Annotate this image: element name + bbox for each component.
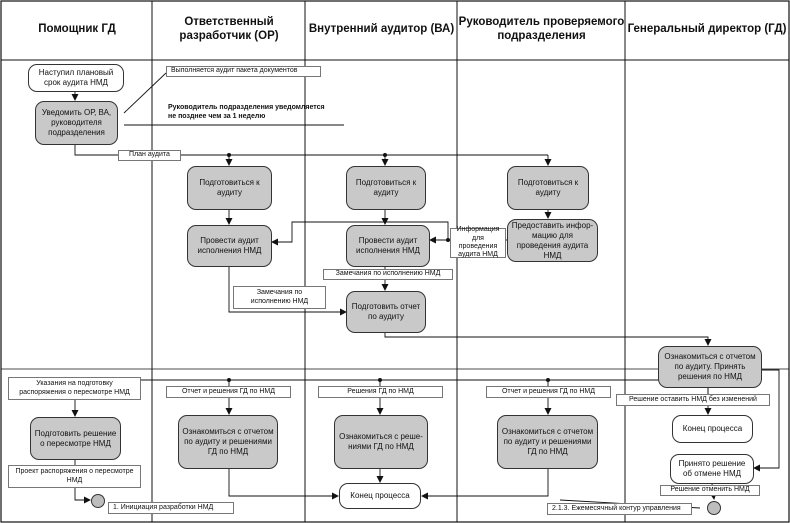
review-report-task[interactable]: Ознакомиться с отчетом по аудиту. Принят… bbox=[658, 346, 762, 388]
lane-title-developer: Ответственный разработчик (ОР) bbox=[179, 16, 279, 42]
decisions-label-auditor: Решения ГД по НМД bbox=[318, 386, 443, 398]
junction-dot bbox=[227, 153, 231, 157]
flow-line bbox=[228, 267, 347, 316]
flow-line bbox=[421, 469, 549, 500]
flow-line bbox=[384, 333, 712, 346]
junction-dot bbox=[446, 238, 450, 242]
junction-dot bbox=[383, 153, 387, 157]
lane-title-unit-head: Руководитель проверяемого подразделения bbox=[458, 16, 625, 42]
end-event-center[interactable]: Конец процесса bbox=[339, 483, 421, 509]
connector-circle-monthly[interactable] bbox=[707, 501, 721, 515]
prepare-task-unit-head[interactable]: Подготовиться к аудиту bbox=[507, 166, 589, 210]
flow-line bbox=[753, 369, 780, 472]
report-label-unit-head: Отчет и решения ГД по НМД bbox=[486, 386, 611, 398]
familiarize-task-auditor[interactable]: Ознакомиться с реше-ниями ГД по НМД bbox=[334, 415, 428, 469]
draft-order-label: Проект распоряжения о пересмотре НМД bbox=[8, 465, 141, 488]
prepare-decision-task[interactable]: Подготовить решение о пересмотре НМД bbox=[30, 417, 121, 460]
familiarize-task-unit-head[interactable]: Ознакомиться с отчетом по аудиту и решен… bbox=[497, 415, 598, 469]
junction-dot bbox=[378, 378, 382, 382]
lane-title-assistant: Помощник ГД bbox=[38, 23, 116, 36]
audit-task-developer[interactable]: Провести аудит исполнения НМД bbox=[187, 225, 272, 267]
audit-task-auditor[interactable]: Провести аудит исполнения НМД bbox=[346, 225, 430, 267]
report-label-developer: Отчет и решения ГД по НМД bbox=[166, 386, 291, 398]
notify-task[interactable]: Уведомить ОР, ВА, руководителя подраздел… bbox=[35, 101, 118, 145]
junction-dot bbox=[546, 378, 550, 382]
flow-line bbox=[271, 221, 449, 246]
flow-line bbox=[228, 469, 339, 500]
callout-line bbox=[123, 72, 167, 114]
remarks-label-left: Замечания по исполнению НМД bbox=[233, 286, 326, 309]
connector-circle-init[interactable] bbox=[91, 494, 105, 508]
cancel-decision-label: Решение отменить НМД bbox=[660, 485, 760, 496]
notice-line-2: не позднее чем за 1 неделю bbox=[168, 113, 266, 120]
flow-line bbox=[74, 145, 548, 156]
report-task[interactable]: Подготовить отчет по аудиту bbox=[346, 291, 426, 333]
lane-title-director: Генеральный директор (ГД) bbox=[627, 23, 787, 36]
cancel-decision-event[interactable]: Принято решение об отмене НМД bbox=[670, 454, 754, 484]
init-development-label: 1. Инициация разработки НМД bbox=[108, 502, 234, 514]
instructions-label: Указания на подготовку распоряжения о пе… bbox=[8, 377, 141, 400]
prepare-task-developer[interactable]: Подготовиться к аудиту bbox=[187, 166, 272, 210]
info-for-audit-label: Информация для проведения аудита НМД bbox=[450, 226, 506, 258]
audit-package-note: Выполняется аудит пакета документов bbox=[166, 66, 321, 77]
plan-label: План аудита bbox=[118, 150, 181, 161]
familiarize-task-developer[interactable]: Ознакомиться с отчетом по аудиту и решен… bbox=[178, 415, 278, 469]
keep-unchanged-label: Решение оставить НМД без изменений bbox=[616, 394, 770, 406]
remarks-label-top: Замечания по исполнению НМД bbox=[323, 269, 453, 280]
start-event[interactable]: Наступил плановый срок аудита НМД bbox=[28, 64, 124, 92]
notice-line-1: Руководитель подразделения уведомляется bbox=[168, 104, 325, 111]
provide-info-task[interactable]: Предоставить инфор-мацию для проведения … bbox=[507, 219, 598, 262]
prepare-task-auditor[interactable]: Подготовиться к аудиту bbox=[346, 166, 426, 210]
end-event-director[interactable]: Конец процесса bbox=[672, 415, 753, 443]
monthly-loop-label: 2.1.3. Ежемесячный контур управления bbox=[547, 503, 692, 515]
lane-title-auditor: Внутренний аудитор (ВА) bbox=[308, 23, 455, 36]
junction-dot bbox=[227, 378, 231, 382]
